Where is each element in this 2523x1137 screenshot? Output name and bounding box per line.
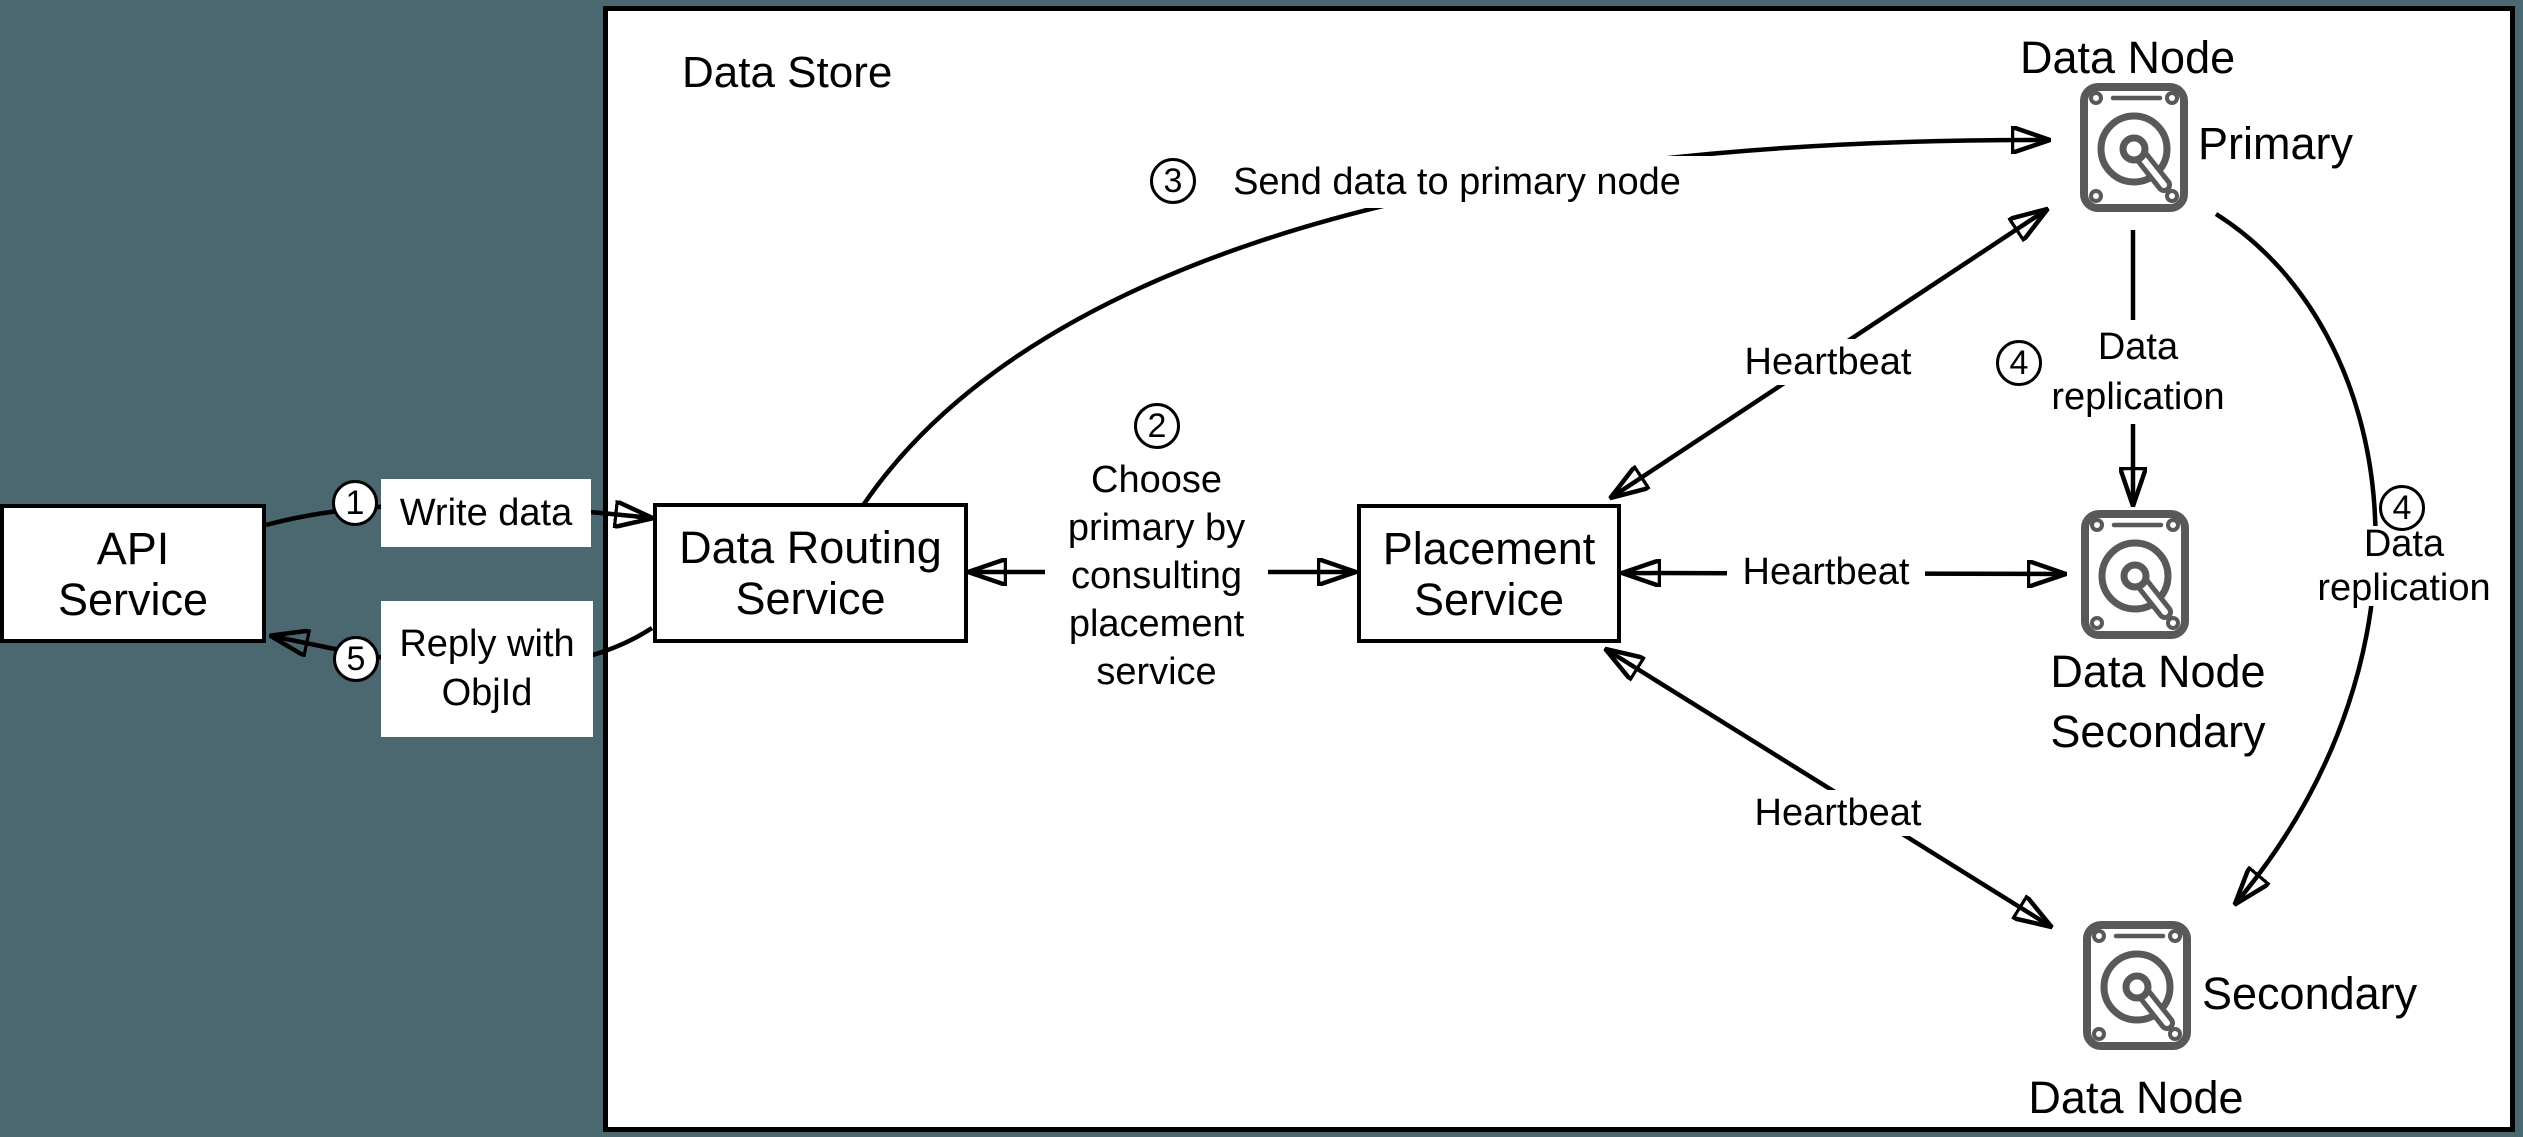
choose-primary-label: Choose primary by consulting placement s… [1045, 456, 1268, 696]
secondary-bottom-title: Data Node [2028, 1072, 2244, 1123]
placement-label-line2: Service [1413, 573, 1565, 625]
heartbeat-bottom-label: Heartbeat [1737, 790, 1939, 836]
data-routing-label-line2: Service [735, 573, 886, 624]
step-2-badge: 2 [1134, 403, 1180, 449]
reply-text-line2: ObjId [441, 672, 533, 714]
primary-node-title: Data Node [2020, 32, 2236, 83]
heartbeat-primary-text: Heartbeat [1744, 340, 1912, 383]
reply-text-line1: Reply with [399, 623, 575, 665]
placement-service-node: Placement Service [1357, 504, 1621, 643]
data-store-title: Data Store [682, 48, 893, 97]
choose-line-1: Choose [1091, 459, 1222, 501]
step-4-badge-bottom: 4 [2379, 485, 2425, 531]
send-to-primary-label: Send data to primary node [1199, 156, 1715, 208]
api-service-label-line2: Service [57, 573, 209, 625]
step-1-badge: 1 [332, 480, 378, 526]
choose-line-2: primary by [1067, 507, 1246, 549]
step-3-badge: 3 [1150, 158, 1196, 204]
secondary-mid-title: Data Node [2050, 646, 2266, 697]
placement-label-line1: Placement [1382, 522, 1596, 574]
secondary-mid-role: Secondary [2050, 706, 2266, 757]
replication-bottom-label: Data replication [2307, 523, 2501, 609]
choose-line-3: consulting [1070, 555, 1243, 597]
data-routing-label-line1: Data Routing [679, 522, 942, 573]
heartbeat-mid-text: Heartbeat [1742, 550, 1910, 593]
choose-line-4: placement [1068, 603, 1245, 645]
replication-mid-label: Data replication [2048, 320, 2228, 424]
hard-disk-icon [2080, 83, 2188, 212]
step-4-badge-mid: 4 [1996, 340, 2042, 386]
choose-line-5: service [1096, 651, 1217, 693]
hard-disk-icon [2083, 921, 2191, 1050]
hard-disk-icon [2081, 510, 2189, 639]
send-to-primary-text: Send data to primary node [1233, 160, 1681, 203]
replication-bottom-line2: replication [2317, 567, 2491, 609]
replication-mid-line2: replication [2051, 376, 2225, 418]
step-5-badge: 5 [333, 636, 379, 682]
heartbeat-primary-label: Heartbeat [1727, 339, 1929, 385]
primary-node-role: Primary [2198, 118, 2353, 169]
replication-mid-line1: Data [2097, 326, 2179, 368]
api-service-label-line1: API [96, 522, 170, 574]
write-data-label: Write data [381, 479, 591, 547]
secondary-mid-node-label: Data Node Secondary [2028, 642, 2288, 762]
heartbeat-mid-label: Heartbeat [1727, 551, 1925, 593]
api-service-node: API Service [0, 504, 266, 643]
reply-objid-label: Reply with ObjId [381, 601, 593, 737]
write-data-text: Write data [399, 491, 573, 534]
data-routing-service-node: Data Routing Service [653, 503, 968, 643]
heartbeat-bottom-text: Heartbeat [1754, 791, 1922, 834]
secondary-bottom-role: Secondary [2202, 968, 2418, 1019]
